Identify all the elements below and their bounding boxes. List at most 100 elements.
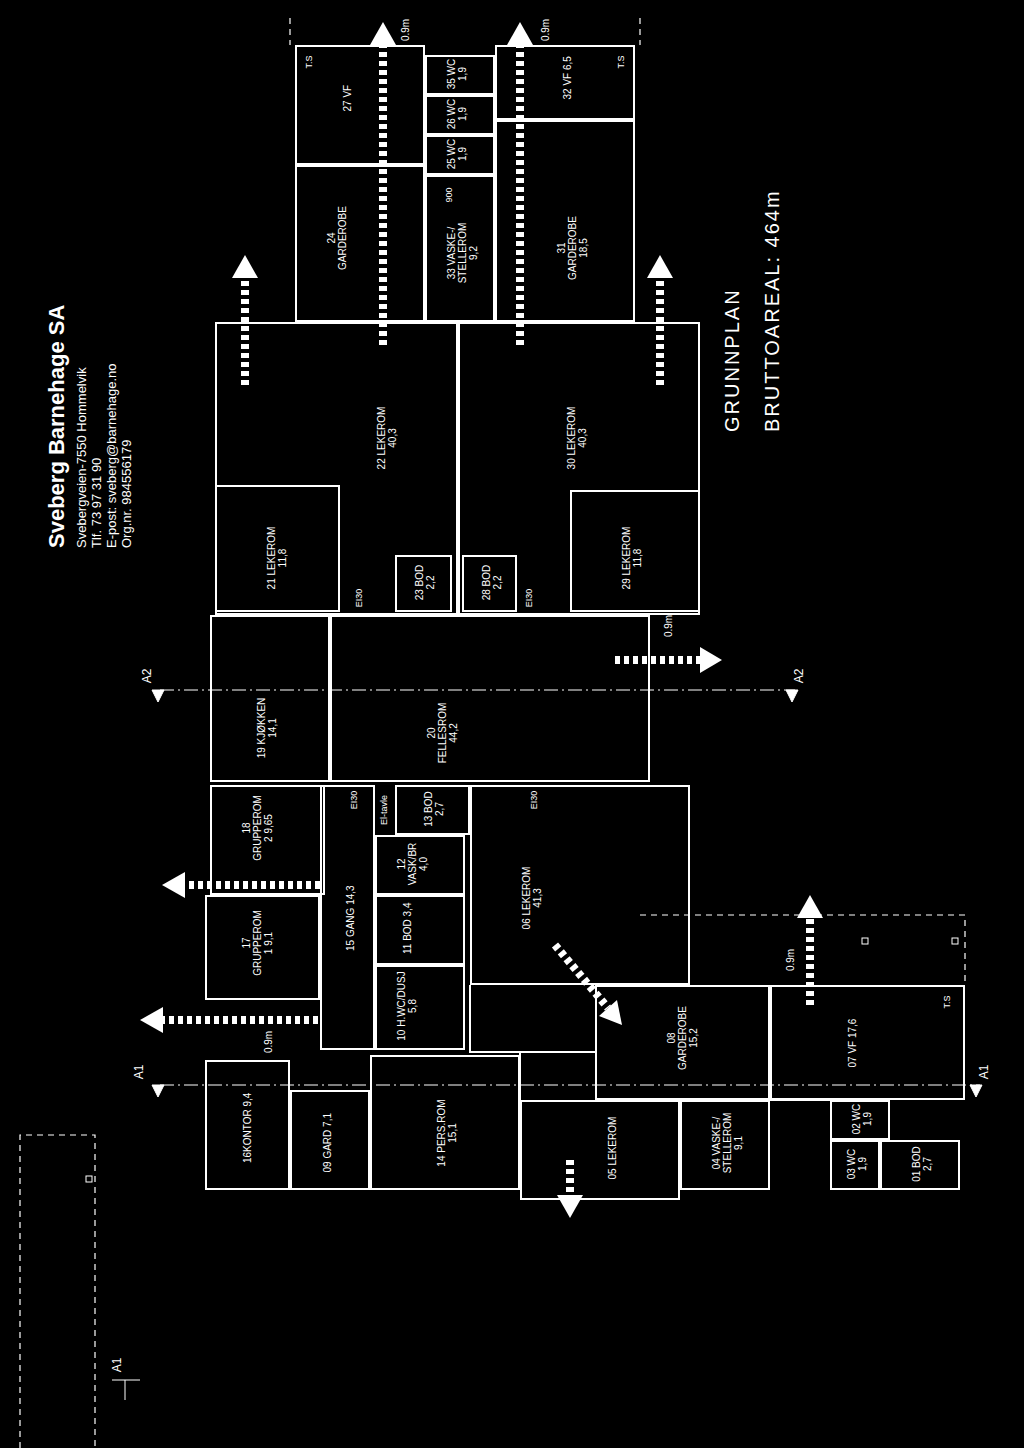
room-label: 10 H.WC/DUSJ 5,8 — [396, 970, 418, 1042]
section-marker — [112, 1380, 140, 1400]
room-box: 24 GARDEROBE — [295, 165, 425, 322]
plan-label: T.S — [943, 995, 953, 1008]
room-label: 16KONTOR 9,4 — [242, 1093, 253, 1163]
room-box: 04 VASKE-/ STELLEROM 9,1 — [680, 1100, 770, 1190]
room-box: 35 WC 1,9 — [425, 55, 495, 95]
mark — [862, 938, 868, 944]
escape-arrow-head — [599, 1000, 622, 1025]
room-box: 17 GRUPPEROM 1 9,1 — [205, 895, 320, 1000]
section-marker — [786, 690, 798, 702]
canopy-outline — [290, 18, 640, 45]
room-label: 31 GARDEROBE 18,5 — [556, 212, 589, 284]
room-box: 19 KJØKKEN 14,1 — [210, 615, 330, 782]
room-label: 06 LEKEROM 41,3 — [521, 862, 543, 934]
plan-label: T.S — [617, 55, 627, 68]
room-label: 13 BOD 2,7 — [423, 788, 445, 830]
plan-label: EI30 — [530, 791, 540, 810]
section-lines — [160, 690, 980, 1085]
wall-line — [470, 985, 595, 1052]
room-label: 26 WC 1,9 — [446, 98, 468, 130]
mark — [952, 938, 958, 944]
plan-label: 0.9m — [400, 19, 411, 41]
plan-label: T.S — [305, 55, 315, 68]
room-label: 11 BOD 3,4 — [402, 902, 413, 954]
room-box: 09 GARD 7,1 — [290, 1090, 370, 1190]
room-label: 14 PERS.ROM 15,1 — [436, 1097, 458, 1169]
escape-arrow-line — [516, 45, 524, 345]
room-box: 25 WC 1,9 — [425, 135, 495, 175]
room-label: 22 LEKEROM 40,3 — [376, 402, 398, 474]
walls — [470, 985, 830, 1100]
canopy-outlines — [20, 18, 965, 1448]
room-box: 02 WC 1,9 — [830, 1100, 890, 1140]
room-label: 20 FELLESROM 44,2 — [426, 697, 459, 769]
room-label: 03 WC 1,9 — [846, 1143, 868, 1185]
room-box: 12 VASK/BR 4,0 — [375, 835, 465, 895]
room-box: 27 VF — [295, 45, 425, 165]
room-label: 28 BOD 2,2 — [481, 558, 503, 607]
room-box: 01 BOD 2,7 — [880, 1140, 960, 1190]
room-box: 06 LEKEROM 41,3 — [470, 785, 690, 985]
section-line — [160, 1085, 980, 1086]
plan-label: 0.9m — [663, 615, 674, 637]
plan-label: A1 — [978, 1065, 991, 1080]
room-label: 09 GARD 7,1 — [322, 1113, 333, 1172]
escape-arrows — [140, 22, 823, 1218]
escape-arrow-head — [700, 647, 722, 673]
room-box: 26 WC 1,9 — [425, 95, 495, 135]
plan-label: 900 — [445, 187, 455, 202]
room-label: 23 BOD 2,2 — [414, 558, 436, 607]
plan-label: 0.9m — [785, 949, 796, 971]
plan-label: El-tavle — [380, 795, 390, 825]
escape-arrow-head — [370, 22, 396, 45]
title-block-text: Tlf. 73 97 31 90 — [90, 458, 104, 548]
room-label: 21 LEKEROM 11,8 — [266, 522, 288, 594]
room-label: 35 WC 1,9 — [446, 58, 468, 90]
room-box: 33 VASKE-/ STELLEROM 9,2 — [425, 175, 495, 322]
section-marker — [970, 1085, 982, 1097]
escape-arrow-line — [806, 918, 814, 1005]
room-label: 08 GARDEROBE 15,2 — [666, 1002, 699, 1074]
room-box: 11 BOD 3,4 — [375, 895, 465, 965]
escape-arrow-head — [507, 22, 533, 45]
escape-arrow-line — [163, 1016, 318, 1024]
section-markers — [112, 690, 982, 1400]
room-label: 25 WC 1,9 — [446, 138, 468, 170]
room-box: 31 GARDEROBE 18,5 — [495, 120, 635, 322]
room-box: 20 FELLESROM 44,2 — [330, 615, 650, 782]
site-outline — [20, 1135, 95, 1448]
room-box: 28 BOD 2,2 — [462, 555, 517, 612]
room-label: 04 VASKE-/ STELLEROM 9,1 — [711, 1107, 744, 1179]
title-block-text: E-post: sveberg@barnehage.no — [105, 364, 119, 548]
section-line — [160, 690, 795, 691]
plan-label: 0.9m — [263, 1031, 274, 1053]
room-box: 15 GANG 14,3 — [320, 785, 375, 1050]
escape-arrow-head — [647, 255, 673, 278]
room-box: 13 BOD 2,7 — [395, 785, 470, 835]
escape-arrow-line — [566, 1160, 574, 1195]
plan-label: 0.9m — [540, 19, 551, 41]
room-label: 01 BOD 2,7 — [911, 1143, 933, 1185]
room-label: 02 WC 1,9 — [851, 1103, 873, 1135]
room-label: 12 VASK/BR 4,0 — [396, 838, 429, 890]
room-box: 07 VF 17,6 — [770, 985, 965, 1100]
escape-arrow-line — [555, 945, 608, 1008]
escape-arrow-head — [232, 255, 258, 278]
section-marker — [152, 690, 164, 702]
room-box: 10 H.WC/DUSJ 5,8 — [375, 965, 465, 1050]
room-box: 03 WC 1,9 — [830, 1140, 880, 1190]
mark — [86, 1176, 92, 1182]
room-box: 32 VF 6,5 — [495, 45, 635, 120]
room-label: 29 LEKEROM 11,8 — [621, 522, 643, 594]
plan-label: EI30 — [355, 589, 365, 608]
escape-arrow-line — [656, 278, 664, 385]
escape-arrow-line — [185, 881, 320, 889]
room-label: 07 VF 17,6 — [847, 1019, 858, 1068]
escape-arrow-head — [140, 1007, 163, 1033]
escape-arrow-line — [241, 278, 249, 385]
room-box: 05 LEKEROM — [520, 1100, 680, 1200]
plan-label: A1 — [133, 1065, 146, 1080]
room-label: 30 LEKEROM 40,3 — [566, 402, 588, 474]
